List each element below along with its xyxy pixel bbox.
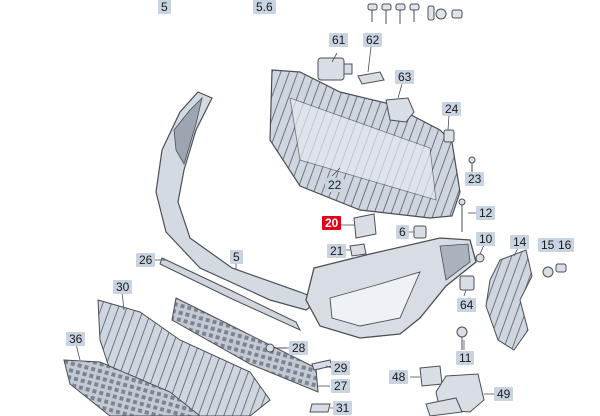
callout-28[interactable]: 28 <box>289 341 309 355</box>
callout-24[interactable]: 24 <box>442 102 462 116</box>
screw-set-top <box>367 3 463 24</box>
callout-12[interactable]: 12 <box>476 206 496 220</box>
callout-63[interactable]: 63 <box>395 70 415 84</box>
trim-strip <box>159 257 302 332</box>
callout-26[interactable]: 26 <box>136 253 156 267</box>
callout-5[interactable]: 5 <box>230 250 243 264</box>
callout-23[interactable]: 23 <box>465 172 485 186</box>
callout-22[interactable]: 22 <box>325 178 345 192</box>
callout-6[interactable]: 6 <box>396 225 409 239</box>
callout-29[interactable]: 29 <box>331 361 351 375</box>
small-parts <box>265 156 485 416</box>
sensor-unit <box>317 57 455 143</box>
callout-11[interactable]: 11 <box>456 351 475 365</box>
callout-10[interactable]: 10 <box>476 232 496 246</box>
clips <box>459 263 567 291</box>
grille-carrier <box>269 69 461 219</box>
callout-16[interactable]: 16 <box>555 238 575 252</box>
callout-21[interactable]: 21 <box>327 244 347 258</box>
callout-61[interactable]: 61 <box>329 33 349 47</box>
callout-62[interactable]: 62 <box>363 33 383 47</box>
spoiler-lip <box>63 359 201 416</box>
callout-36[interactable]: 36 <box>66 332 86 346</box>
callout-5-top[interactable]: 5 <box>158 0 171 14</box>
callout-5-6[interactable]: 5.6 <box>253 0 276 14</box>
callout-15[interactable]: 15 <box>538 238 558 252</box>
callout-49[interactable]: 49 <box>494 387 514 401</box>
lower-grille <box>171 297 319 393</box>
callout-48[interactable]: 48 <box>389 370 409 384</box>
callout-27[interactable]: 27 <box>331 379 351 393</box>
callout-31[interactable]: 31 <box>333 401 353 415</box>
callout-64[interactable]: 64 <box>457 298 477 312</box>
callout-30[interactable]: 30 <box>113 280 133 294</box>
side-bracket <box>485 249 533 351</box>
callout-14[interactable]: 14 <box>510 235 530 249</box>
callout-20[interactable]: 20 <box>322 216 342 230</box>
bumper-cover-main <box>305 237 477 339</box>
